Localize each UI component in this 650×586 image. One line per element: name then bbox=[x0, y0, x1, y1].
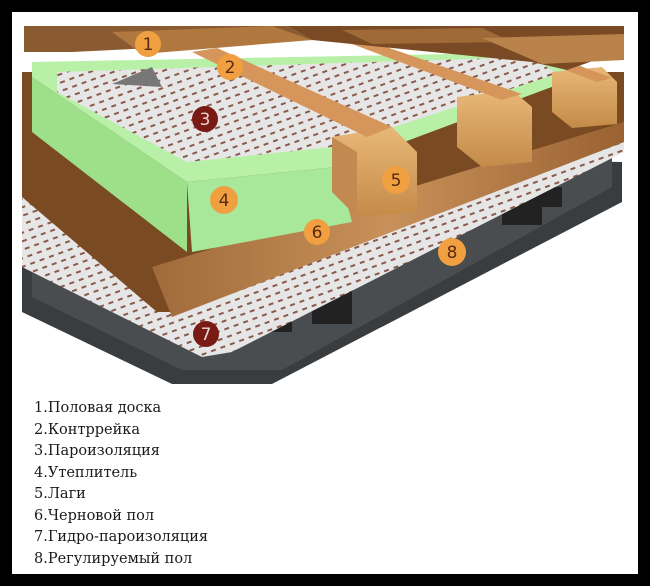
svg-text:6: 6 bbox=[312, 223, 323, 243]
callout-5: 5 bbox=[382, 166, 410, 194]
callout-6: 6 bbox=[304, 219, 330, 245]
legend: 1.Половая доска 2.Контррейка 3.Пароизоля… bbox=[34, 398, 208, 570]
svg-text:5: 5 bbox=[391, 171, 402, 191]
svg-text:2: 2 bbox=[225, 58, 236, 78]
svg-text:4: 4 bbox=[219, 191, 230, 211]
floor-layers-illustration: 1 2 3 4 5 6 7 bbox=[22, 26, 624, 384]
vapor-barrier-fold bbox=[112, 67, 162, 87]
callout-8: 8 bbox=[438, 238, 466, 266]
legend-item-5: 5.Лаги bbox=[34, 486, 86, 502]
legend-item-4: 4.Утеплитель bbox=[34, 464, 138, 481]
legend-item-8: 8.Регулируемый пол bbox=[34, 550, 193, 567]
legend-item-6: 6.Черновой пол bbox=[34, 507, 155, 524]
svg-text:7: 7 bbox=[201, 325, 212, 345]
legend-item-7: 7.Гидро-пароизоляция bbox=[34, 529, 209, 545]
diagram-panel: 1 2 3 4 5 6 7 bbox=[12, 12, 638, 574]
legend-item-2: 2.Контррейка bbox=[34, 421, 140, 438]
callout-1: 1 bbox=[135, 31, 161, 57]
callout-7: 7 bbox=[193, 321, 219, 347]
callout-3: 3 bbox=[192, 106, 218, 132]
svg-text:1: 1 bbox=[143, 35, 154, 55]
callout-2: 2 bbox=[217, 54, 243, 80]
vapor-barrier bbox=[57, 57, 557, 162]
joists bbox=[332, 67, 617, 217]
insulation-front bbox=[32, 77, 187, 252]
legend-item-3: 3.Пароизоляция bbox=[34, 443, 160, 459]
svg-text:3: 3 bbox=[200, 110, 211, 130]
svg-text:8: 8 bbox=[447, 243, 458, 263]
floor-boards bbox=[24, 26, 624, 70]
callout-4: 4 bbox=[210, 186, 238, 214]
rough-floor-board bbox=[152, 122, 624, 317]
legend-item-1: 1.Половая доска bbox=[34, 400, 162, 416]
